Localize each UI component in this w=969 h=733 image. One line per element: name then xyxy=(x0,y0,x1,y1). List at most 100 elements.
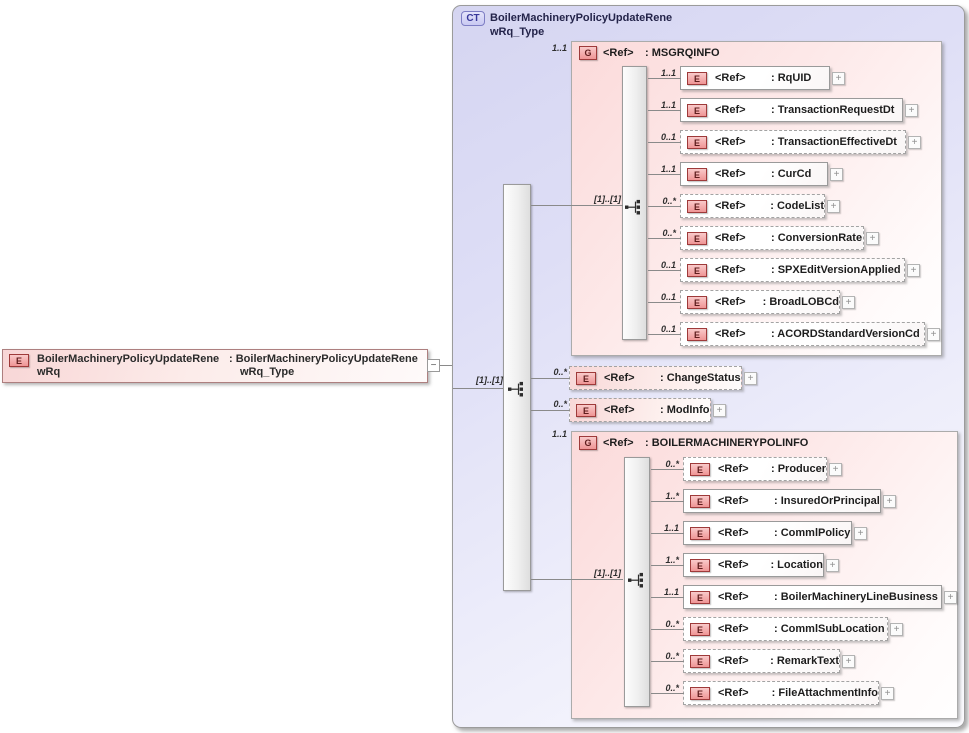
element-row-commlpolicy[interactable]: 1..1 E <Ref> : CommlPolicy + xyxy=(651,521,867,545)
sequence-bar xyxy=(622,66,647,340)
element-badge: E xyxy=(690,591,710,604)
expand-icon[interactable]: + xyxy=(832,72,845,85)
element-row-acordstandardversioncd[interactable]: 0..1 E <Ref> : ACORDStandardVersionCd + xyxy=(648,322,940,346)
element-badge: E xyxy=(687,72,707,85)
expand-icon[interactable]: + xyxy=(866,232,879,245)
element-row-location[interactable]: 1..* E <Ref> : Location + xyxy=(651,553,839,577)
cardinality-label: 1..1 xyxy=(663,587,679,597)
expand-icon[interactable]: + xyxy=(890,623,903,636)
element-badge: E xyxy=(687,168,707,181)
sequence-icon[interactable] xyxy=(624,197,644,217)
occurrence-label: [1]..[1] xyxy=(476,375,503,385)
element-row-insuredorprincipal[interactable]: 1..* E <Ref> : InsuredOrPrincipal + xyxy=(651,489,896,513)
ref-label: <Ref> xyxy=(718,463,749,475)
expand-icon[interactable]: + xyxy=(907,264,920,277)
cardinality-label: 0..1 xyxy=(660,260,676,270)
expand-icon[interactable]: + xyxy=(854,527,867,540)
expand-icon[interactable]: + xyxy=(829,463,842,476)
expand-icon[interactable]: + xyxy=(905,104,918,117)
expand-icon[interactable]: + xyxy=(744,372,757,385)
ref-label: <Ref> xyxy=(718,591,749,603)
expand-icon[interactable]: + xyxy=(842,655,855,668)
element-row-boilermachinerylinebusiness[interactable]: 1..1 E <Ref> : BoilerMachineryLineBusine… xyxy=(651,585,957,609)
cardinality-label: 1..* xyxy=(665,555,679,565)
complex-type-badge: CT xyxy=(461,11,485,26)
occurrence-label: [1]..[1] xyxy=(594,568,621,578)
element-row-broadlobcd[interactable]: 0..1 E <Ref> : BroadLOBCd + xyxy=(648,290,855,314)
element-row-spxeditversionapplied[interactable]: 0..1 E <Ref> : SPXEditVersionApplied + xyxy=(648,258,920,282)
ref-label: <Ref> xyxy=(604,372,635,384)
element-badge: E xyxy=(690,623,710,636)
cardinality-label: 0..1 xyxy=(660,132,676,142)
expand-icon[interactable]: + xyxy=(842,296,855,309)
element-name: : Location xyxy=(770,559,823,571)
cardinality-label: 0..* xyxy=(662,196,676,206)
collapse-icon[interactable]: − xyxy=(427,359,440,372)
cardinality-label: 1..1 xyxy=(551,429,567,439)
expand-icon[interactable]: + xyxy=(826,559,839,572)
element-name: : BroadLOBCd xyxy=(762,296,839,308)
element-name: : FileAttachmentInfo xyxy=(771,687,878,699)
ref-label: <Ref> xyxy=(715,104,746,116)
sequence-icon[interactable] xyxy=(507,379,527,399)
ref-label: <Ref> xyxy=(715,296,746,308)
ref-label: <Ref> xyxy=(718,527,749,539)
element-row-conversionrate[interactable]: 0..* E <Ref> : ConversionRate + xyxy=(648,226,879,250)
expand-icon[interactable]: + xyxy=(830,168,843,181)
element-name: : ACORDStandardVersionCd xyxy=(771,328,920,340)
element-badge: E xyxy=(576,372,596,385)
element-row-fileattachmentinfo[interactable]: 0..* E <Ref> : FileAttachmentInfo + xyxy=(651,681,894,705)
group-node-msgrqinfo[interactable]: G <Ref> : MSGRQINFO 1..1 E <Ref> : RqUID… xyxy=(571,41,942,356)
ref-label: <Ref> xyxy=(718,559,749,571)
element-row-codelist[interactable]: 0..* E <Ref> : CodeList + xyxy=(648,194,840,218)
element-row-transactionrequestdt[interactable]: 1..1 E <Ref> : TransactionRequestDt + xyxy=(648,98,918,122)
element-badge: E xyxy=(687,104,707,117)
ref-label: <Ref> xyxy=(715,72,746,84)
expand-icon[interactable]: + xyxy=(927,328,940,341)
ref-label: <Ref> xyxy=(604,404,635,416)
group-name: : BOILERMACHINERYPOLINFO xyxy=(645,437,809,449)
expand-icon[interactable]: + xyxy=(883,495,896,508)
connector-line xyxy=(531,579,623,580)
expand-icon[interactable]: + xyxy=(827,200,840,213)
cardinality-label: 0..* xyxy=(553,367,567,377)
element-badge: E xyxy=(690,655,710,668)
element-row-rquid[interactable]: 1..1 E <Ref> : RqUID + xyxy=(648,66,845,90)
cardinality-label: 1..1 xyxy=(660,68,676,78)
cardinality-label: 0..* xyxy=(665,651,679,661)
element-name: : CommlPolicy xyxy=(774,527,851,539)
element-badge: E xyxy=(690,687,710,700)
sequence-bar xyxy=(624,457,650,707)
element-row-producer[interactable]: 0..* E <Ref> : Producer + xyxy=(651,457,842,481)
expand-icon[interactable]: + xyxy=(944,591,957,604)
expand-icon[interactable]: + xyxy=(881,687,894,700)
element-row-transactioneffectivedt[interactable]: 0..1 E <Ref> : TransactionEffectiveDt + xyxy=(648,130,921,154)
connector-line xyxy=(440,365,452,366)
element-row-remarktext[interactable]: 0..* E <Ref> : RemarkText + xyxy=(651,649,855,673)
expand-icon[interactable]: + xyxy=(713,404,726,417)
element-row-commlsublocation[interactable]: 0..* E <Ref> : CommlSubLocation + xyxy=(651,617,903,641)
element-name: : ChangeStatus xyxy=(660,372,741,384)
connector-line xyxy=(453,388,507,389)
ref-label: <Ref> xyxy=(718,687,749,699)
element-row-changestatus[interactable]: E <Ref> : ChangeStatus + xyxy=(532,366,757,390)
sequence-icon[interactable] xyxy=(627,570,647,590)
element-row-curcd[interactable]: 1..1 E <Ref> : CurCd + xyxy=(648,162,843,186)
element-badge: E xyxy=(687,264,707,277)
group-node-boilermachinerypolinfo[interactable]: G <Ref> : BOILERMACHINERYPOLINFO 0..* E … xyxy=(571,431,958,719)
element-name: : CommlSubLocation xyxy=(774,623,885,635)
ref-label: <Ref> xyxy=(715,168,746,180)
element-row-modinfo[interactable]: E <Ref> : ModInfo + xyxy=(532,398,726,422)
element-badge: E xyxy=(687,296,707,309)
element-badge: E xyxy=(690,495,710,508)
ref-label: <Ref> xyxy=(718,655,749,667)
connector-line xyxy=(531,205,623,206)
ref-label: <Ref> xyxy=(715,136,746,148)
expand-icon[interactable]: + xyxy=(908,136,921,149)
group-badge: G xyxy=(579,436,597,450)
